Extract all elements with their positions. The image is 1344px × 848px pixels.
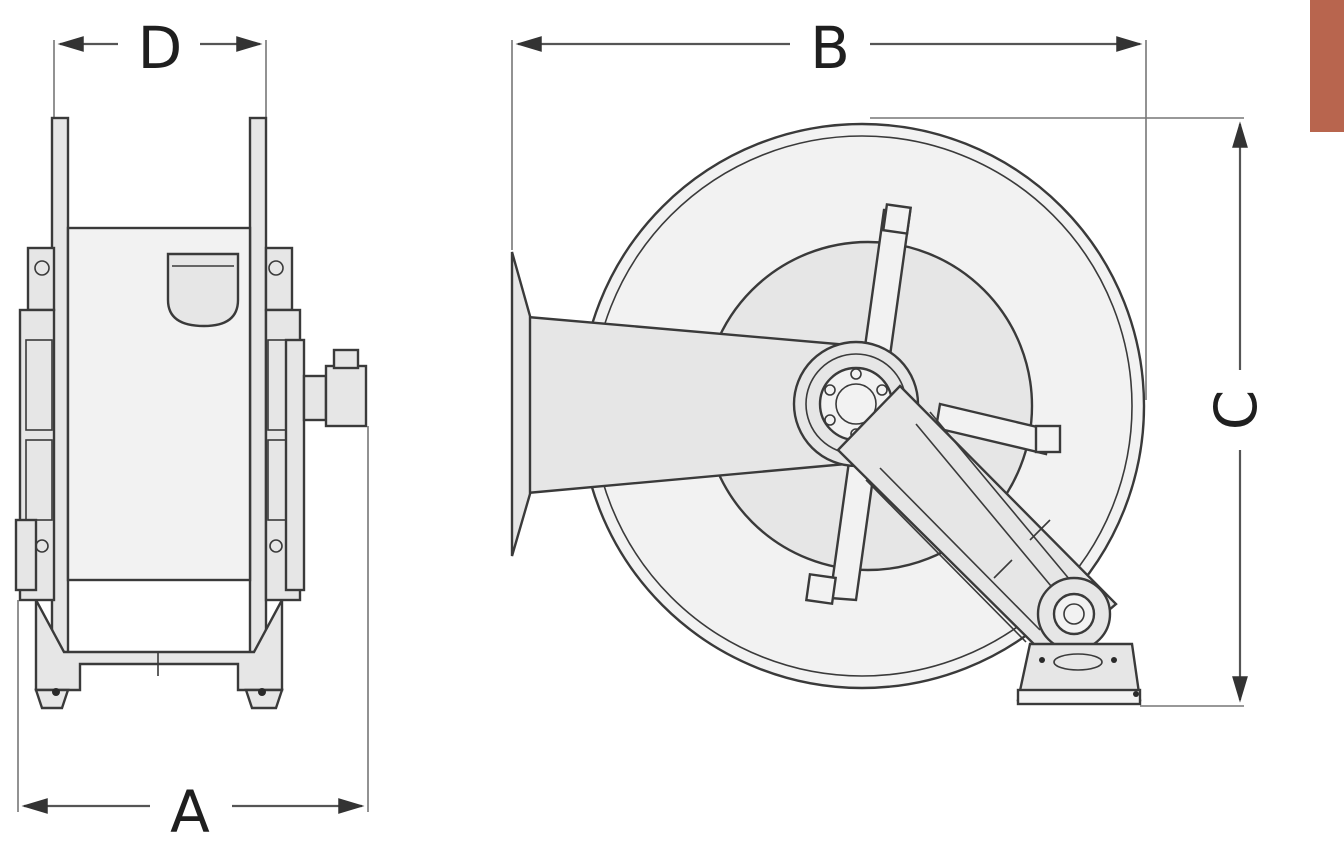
label-b: B (810, 14, 850, 82)
dimension-a: A (17, 426, 369, 846)
label-c: C (1202, 390, 1270, 431)
dimension-b: B (511, 14, 1147, 400)
side-view: D (14, 14, 369, 846)
dimension-d: D (53, 14, 267, 118)
label-a: A (170, 778, 210, 846)
label-d: D (138, 14, 183, 82)
dimension-c: C (870, 117, 1270, 707)
accent-tab (1310, 0, 1344, 132)
front-view: B (510, 14, 1270, 707)
